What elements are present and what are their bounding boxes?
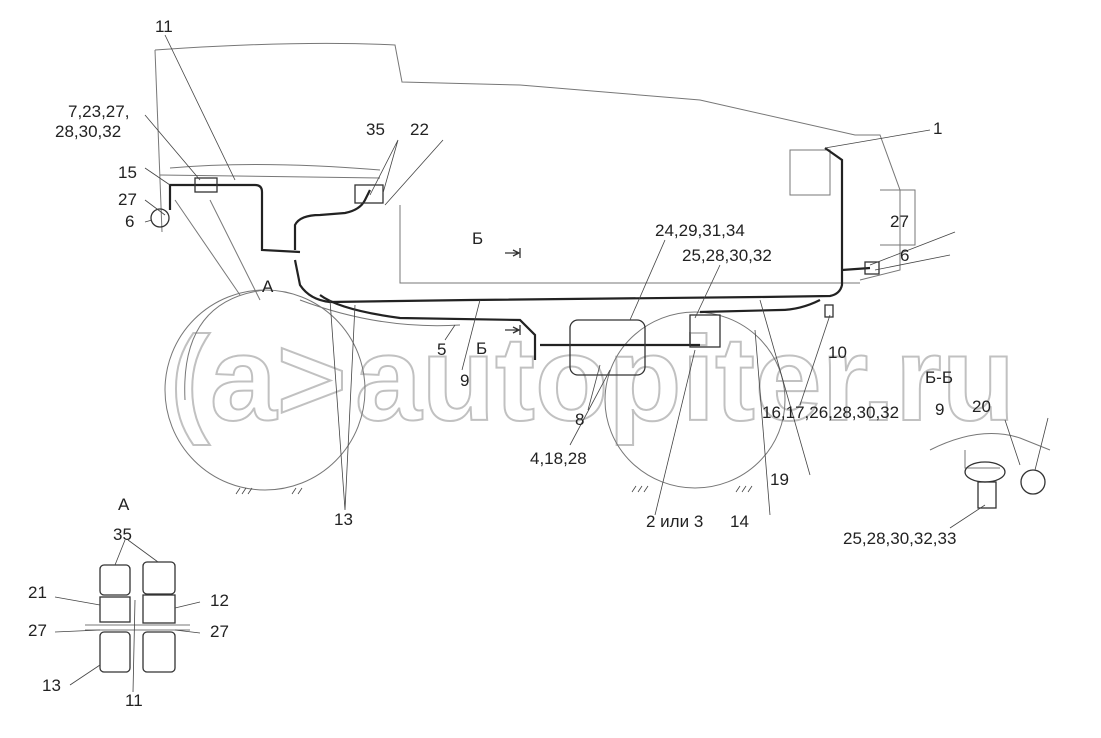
detail-a-title: А — [118, 495, 130, 514]
label-6-left: 6 — [125, 212, 134, 231]
coupling-head-6-left — [150, 208, 170, 228]
label-1: 1 — [933, 119, 942, 138]
air-lines — [150, 147, 880, 376]
section-mark-top: Б — [472, 229, 483, 248]
label-24-29-31-34: 24,29,31,34 — [655, 221, 745, 240]
detail-a-label-35: 35 — [113, 525, 132, 544]
watermark-text: autopiter.ru — [355, 312, 1015, 446]
chamber-35 — [354, 184, 384, 204]
detail-a-labels: А 35 21 12 27 27 13 11 — [28, 495, 229, 710]
label-5: 5 — [437, 340, 446, 359]
label-13: 13 — [334, 510, 353, 529]
section-arrow-top — [505, 248, 521, 258]
label-bb-20: 20 — [972, 397, 991, 416]
section-mark-bottom: Б — [476, 339, 487, 358]
leader-lines — [144, 34, 956, 516]
label-28-30-32: 28,30,32 — [55, 122, 121, 141]
part-labels: 11 7,23,27, 28,30,32 15 27 6 35 22 1 Б 2… — [55, 17, 991, 548]
label-8: 8 — [575, 410, 584, 429]
label-25-28-30-32: 25,28,30,32 — [682, 246, 772, 265]
detail-a-label-27-right: 27 — [210, 622, 229, 641]
watermark: (a> autopiter.ru — [169, 311, 1016, 447]
label-10: 10 — [828, 343, 847, 362]
label-9: 9 — [460, 371, 469, 390]
label-bb-25-33: 25,28,30,32,33 — [843, 529, 956, 548]
label-19: 19 — [770, 470, 789, 489]
detail-a-label-27-left: 27 — [28, 621, 47, 640]
label-2-or-3: 2 или 3 — [646, 512, 703, 531]
label-27-right: 27 — [890, 212, 909, 231]
label-7-23-27: 7,23,27, — [68, 102, 129, 121]
section-arrow-bottom — [505, 325, 521, 335]
detail-a-view — [54, 539, 201, 693]
watermark-logo: (a> — [170, 312, 347, 446]
brake-valve — [689, 314, 721, 348]
label-35: 35 — [366, 120, 385, 139]
view-a-mark: А — [262, 277, 274, 296]
label-27-left: 27 — [118, 190, 137, 209]
label-16-17-26: 16,17,26,28,30,32 — [762, 403, 899, 422]
coupling-head-6-right — [864, 261, 880, 275]
label-4-18-28: 4,18,28 — [530, 449, 587, 468]
label-22: 22 — [410, 120, 429, 139]
detail-a-label-21: 21 — [28, 583, 47, 602]
label-6-right: 6 — [900, 246, 909, 265]
valve-15 — [194, 177, 218, 193]
label-15: 15 — [118, 163, 137, 182]
section-bb-view — [929, 417, 1051, 529]
label-11: 11 — [155, 17, 173, 36]
detail-a-label-13: 13 — [42, 676, 61, 695]
label-14: 14 — [730, 512, 749, 531]
label-bb-9: 9 — [935, 400, 944, 419]
detail-a-label-12: 12 — [210, 591, 229, 610]
detail-a-label-11: 11 — [125, 691, 143, 710]
section-bb-title: Б-Б — [925, 368, 953, 387]
